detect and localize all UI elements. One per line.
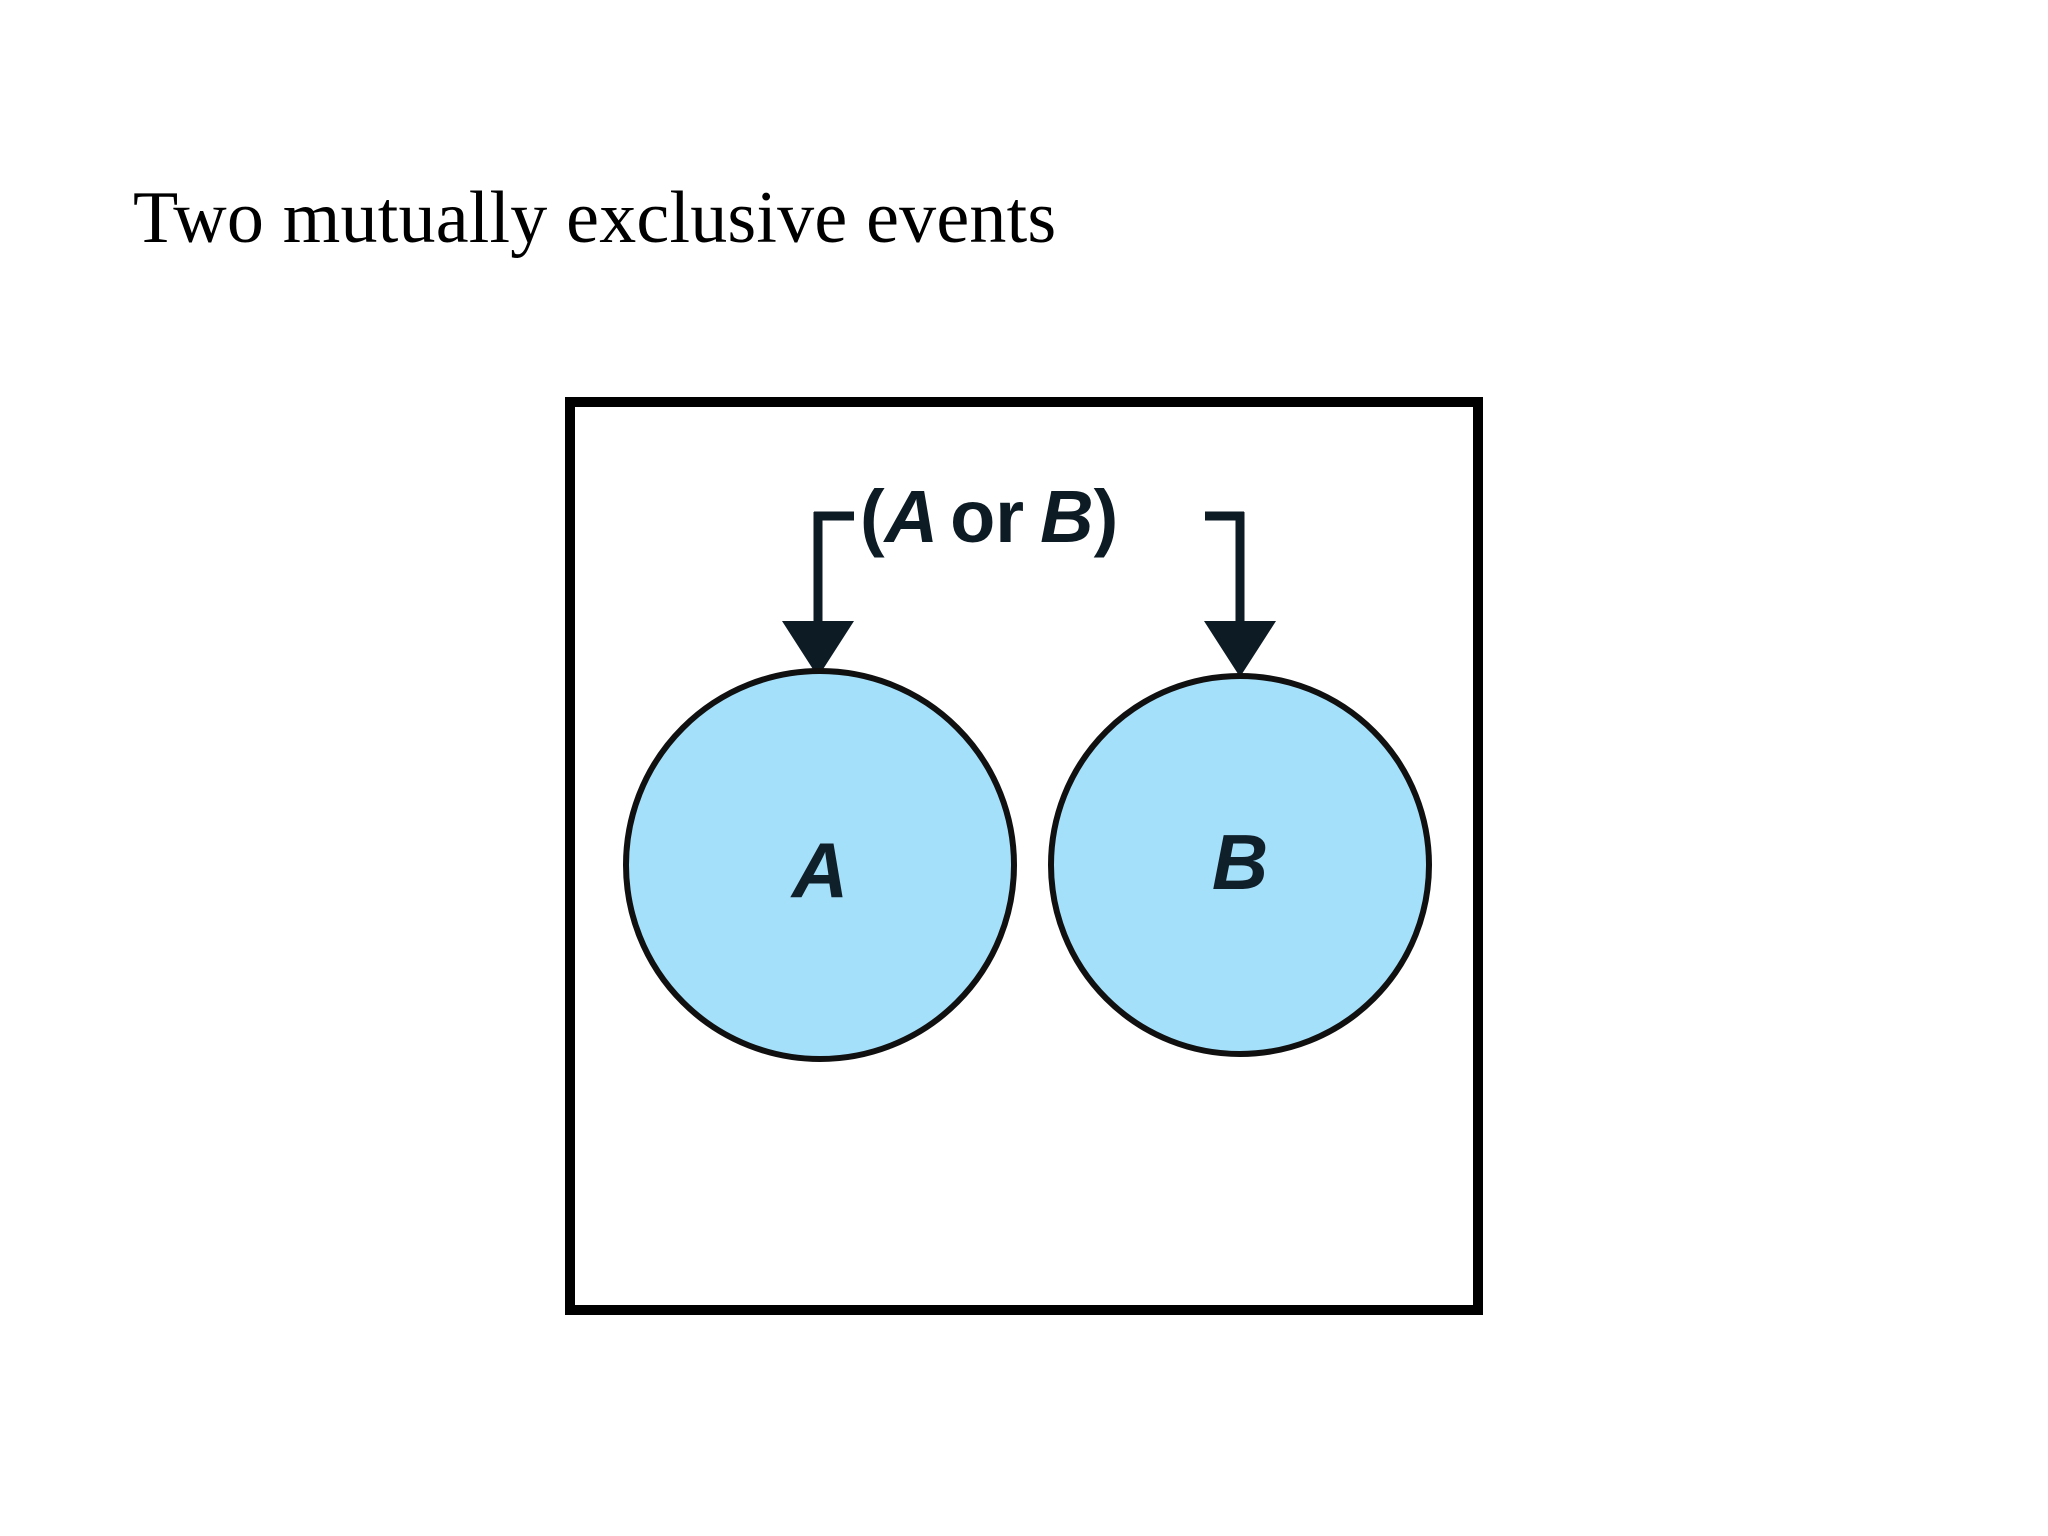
arrowhead-to-b-icon [1204, 621, 1276, 677]
annotation-close-paren: ) [1094, 475, 1119, 558]
arrowhead-to-a-icon [782, 621, 854, 677]
annotation-connector: or [950, 475, 1024, 558]
set-label-a: A [790, 826, 848, 914]
annotation-event-a: A [883, 475, 938, 558]
set-circle-b [1048, 673, 1432, 1057]
set-circle-a [623, 668, 1017, 1062]
annotation-open-paren: ( [860, 475, 885, 558]
set-label-b: B [1212, 818, 1268, 906]
page-title: Two mutually exclusive events [133, 177, 1057, 259]
annotation-event-b: B [1040, 475, 1093, 558]
